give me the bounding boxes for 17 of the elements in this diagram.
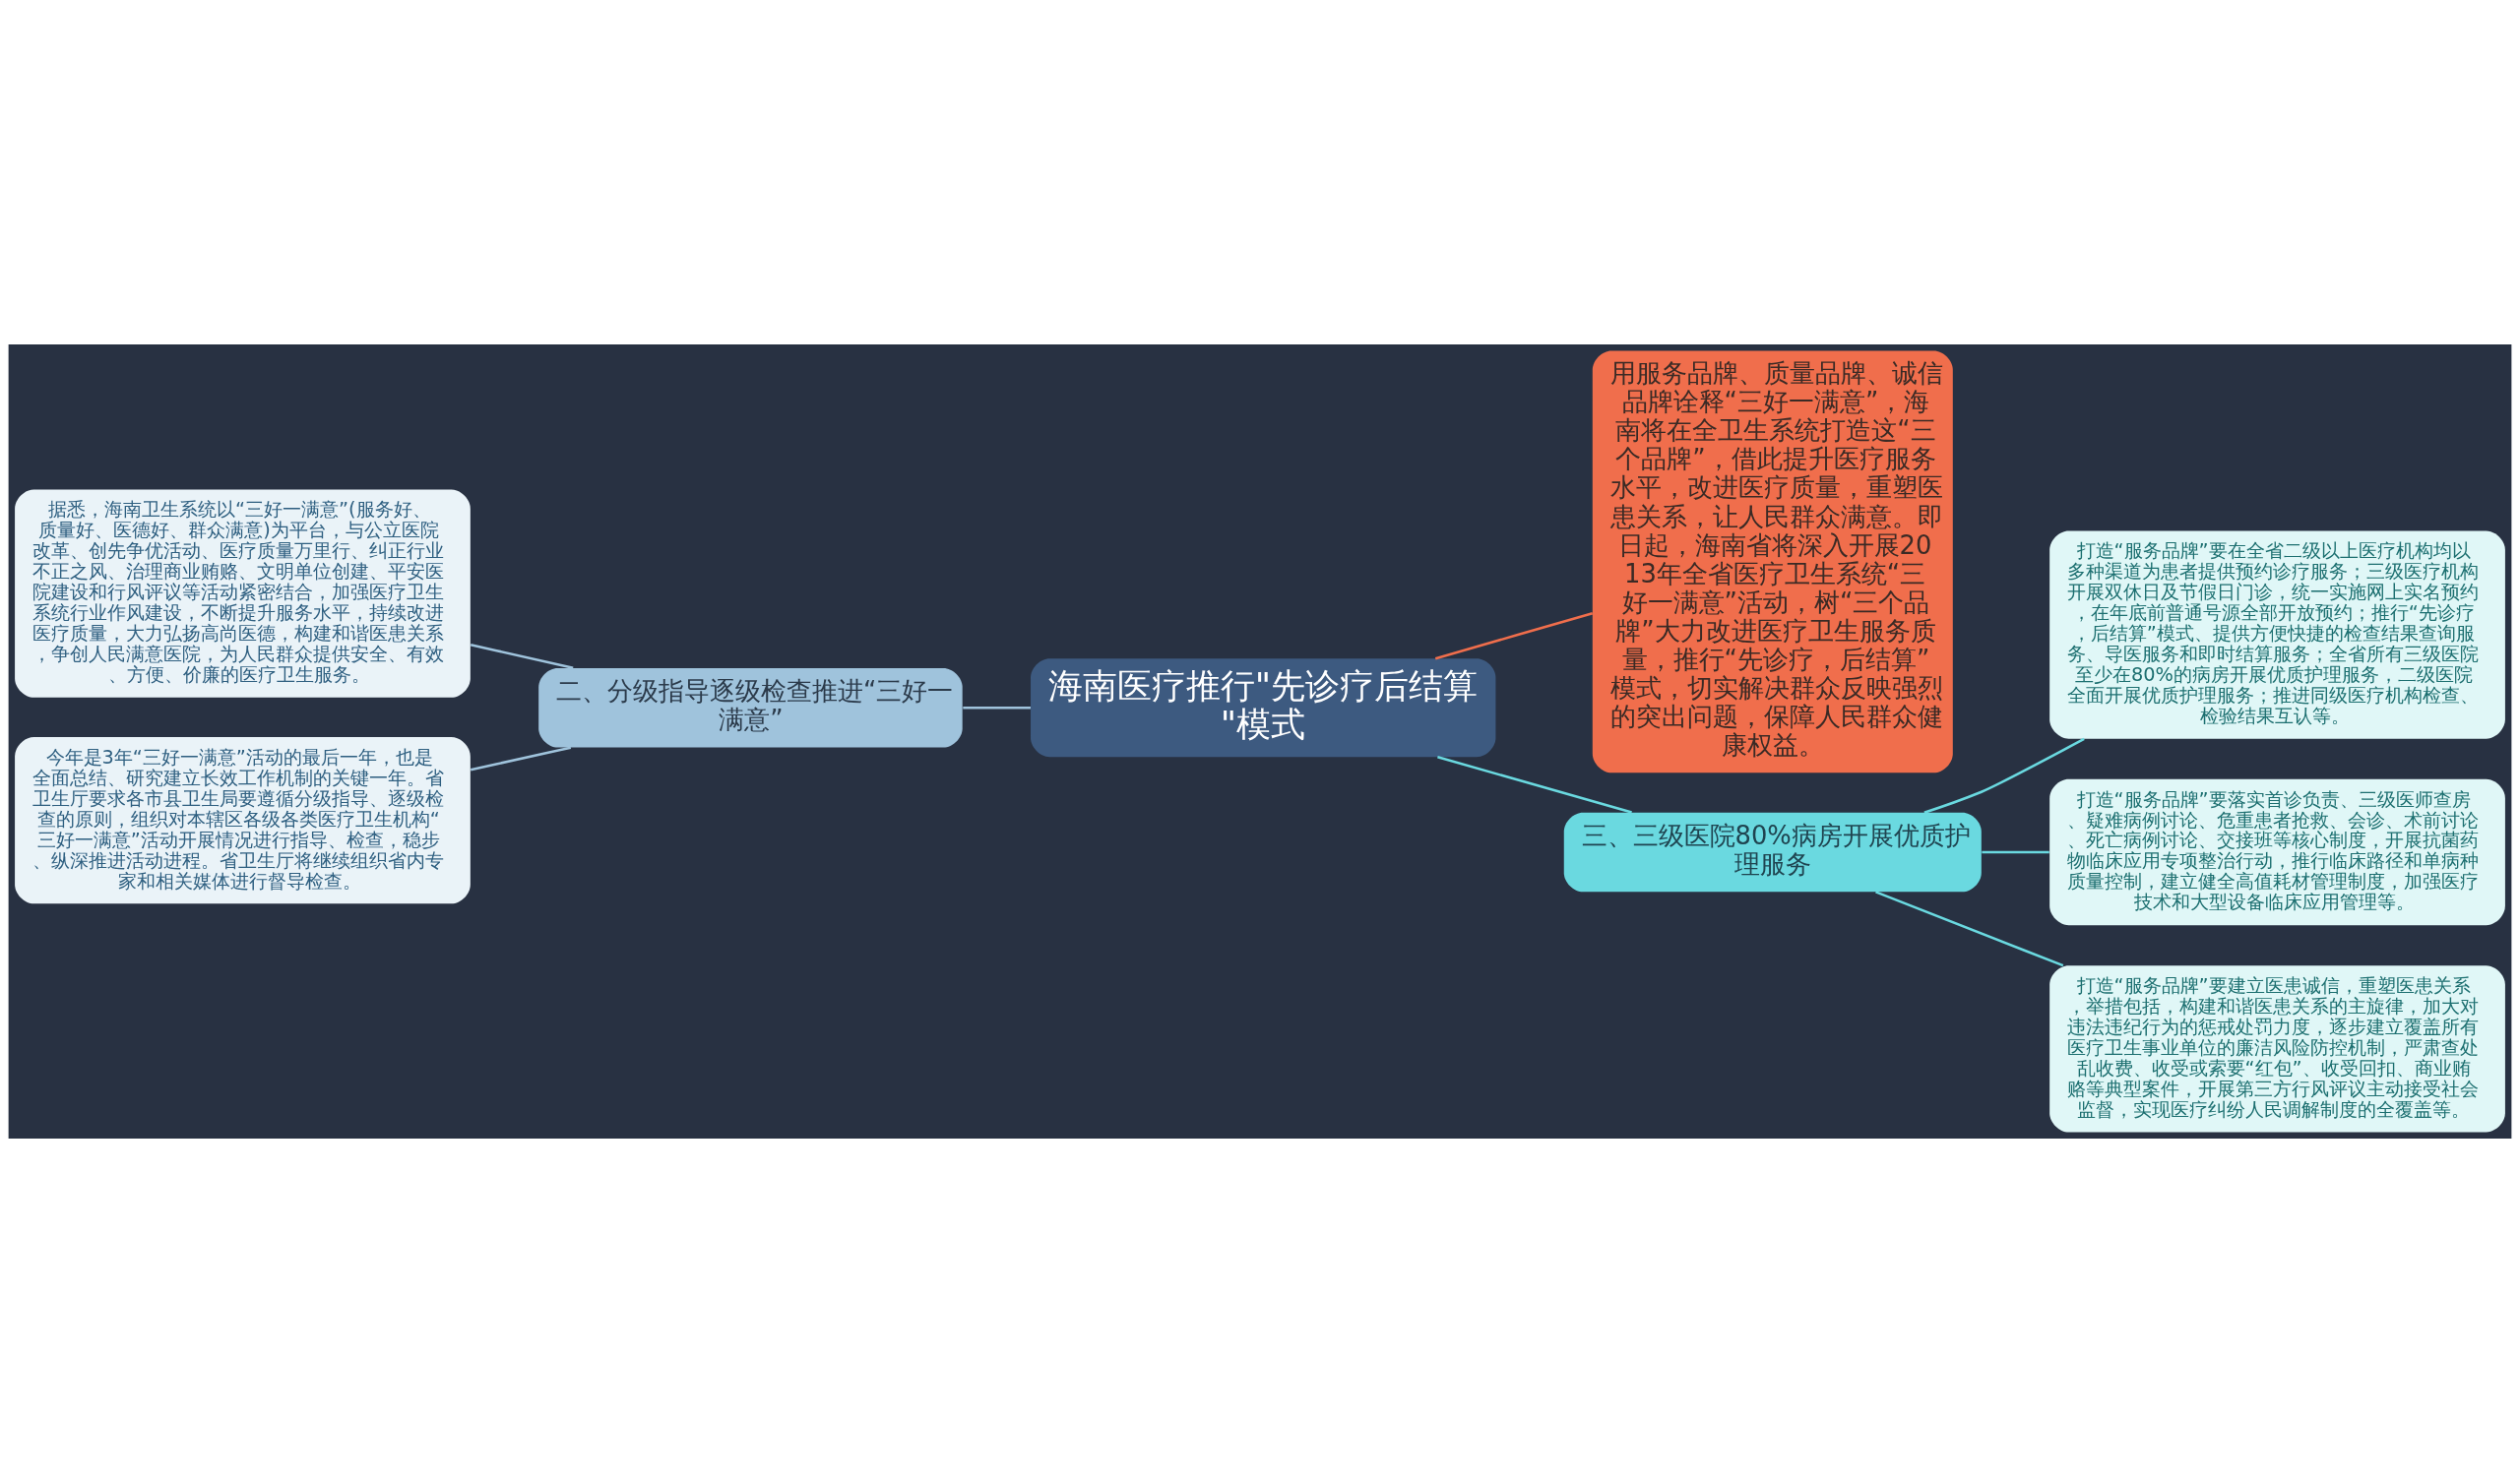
connector [1875,891,2064,967]
connector [1923,737,2085,814]
node-box: 打造“服务品牌”要落实首诊负责、三级医师查房、疑难病例讨论、危重患者抢救、会诊、术前讨论、死亡病例讨论、交接班等核心制度，开展抗菌药物临床应用专项整治行动，推行临床路径和单病种质量控制，建立健全高值耗材管理制度，加强医疗技术和大型设备临床应用管理等。 [2049,778,2505,926]
connector [1982,850,2049,854]
connector [963,706,1031,710]
node-box: 据悉，海南卫生系统以“三好一满意”(服务好、质量好、医德好、群众满意)为平台，与公立医院改革、创先争优活动、医疗质量万里行、纠正行业不正之风、治理商业贿赂、文明单位创建、平安医院建设和行风评议等活动紧密结合，加强医疗卫生系统行业作风建设，不断提升服务水平，持续改进医疗质量，大力弘扬高尚医德，构建和谐医患关系，争创人民满意医院，为人民群众提供安全、有效、方便、价廉的医疗卫生服务。 [15,489,471,698]
connector [470,644,574,670]
connector [1434,612,1594,660]
node-box: 打造“服务品牌”要建立医患诚信，重塑医患关系，举措包括，构建和谐医患关系的主旋律，加大对违法违纪行为的惩戒处罚力度，逐步建立覆盖所有医疗卫生事业单位的廉洁风险防控机制，严肃查处乱收费、收受或索要“红包”、收受回扣、商业贿赂等典型案件，开展第三方行风评议主动接受社会监督，实现医疗纠纷人民调解制度的全覆盖等。 [2049,965,2505,1133]
node-box: 用服务品牌、质量品牌、诚信品牌诠释“三好一满意”，海南将在全卫生系统打造这“三个品牌”，借此提升医疗服务水平，改进医疗质量，重塑医患关系，让人民群众满意。即日起，海南省将深入开展2013年全省医疗卫生系统“三好一满意”活动，树“三个品牌”大力改进医疗卫生服务质量，推行“先诊疗，后结算”模式，切实解决群众反映强烈的突出问题，保障人民群众健康权益。 [1592,350,1953,773]
node-box: 打造“服务品牌”要在全省二级以上医疗机构均以多种渠道为患者提供预约诊疗服务；三级医疗机构开展双休日及节假日门诊，统一实施网上实名预约，在年底前普通号源全部开放预约；推行“先诊疗，后结算”模式、提供方便快捷的检查结果查询服务、导医服务和即时结算服务；全省所有三级医院至少在80%的病房开展优质护理服务，二级医院全面开展优质护理服务；推进同级医疗机构检查、检验结果互认等。 [2049,530,2505,739]
node-box: 三、三级医院80%病房开展优质护理服务 [1563,812,1982,893]
node-box: 二、分级指导逐级检查推进“三好一满意” [538,667,963,748]
connector [470,746,572,772]
connector [1437,756,1632,814]
node-box: 今年是3年“三好一满意”活动的最后一年，也是全面总结、研究建立长效工作机制的关键一年。省卫生厅要求各市县卫生局要遵循分级指导、逐级检查的原则，组织对本辖区各级各类医疗卫生机构“三好一满意”活动开展情况进行指导、检查，稳步、纵深推进活动进程。省卫生厅将继续组织省内专家和相关媒体进行督导检查。 [15,737,471,904]
node-box: 海南医疗推行"先诊疗后结算"模式 [1031,658,1496,758]
